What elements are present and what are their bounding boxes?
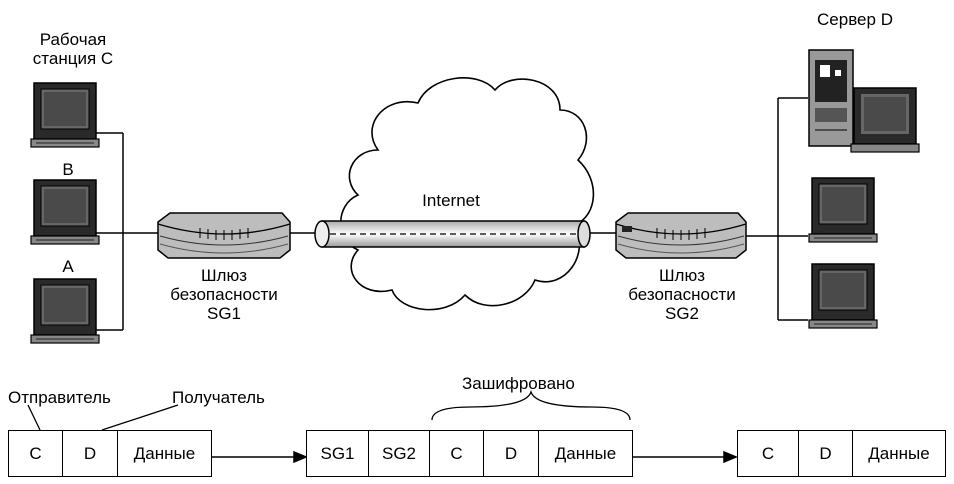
workstation-right-bottom-icon [808, 263, 878, 329]
internet-label: Internet [422, 191, 480, 210]
packet1-field-dest: D [61, 430, 119, 477]
gateway-sg1-label: Шлюз безопасности SG1 [162, 266, 286, 323]
gateway-sg2-label: Шлюз безопасности SG2 [620, 266, 744, 323]
packet3-field-data: Данные [852, 430, 946, 477]
packet2-field-sg1: SG1 [306, 430, 369, 477]
gateway-sg2-icon [615, 212, 747, 259]
packet2-field-source: C [429, 430, 484, 477]
workstation-c-label: Рабочая станция C [28, 30, 118, 68]
workstation-right-middle-icon [808, 177, 878, 243]
gateway-sg2-label-line3: SG2 [664, 304, 700, 323]
vpn-tunnel [314, 220, 591, 248]
packet2-field-sg2: SG2 [367, 430, 431, 477]
gateway-sg1-label-line2: безопасности [170, 285, 278, 304]
workstation-c-icon [30, 82, 100, 148]
flow-arrows [212, 450, 738, 464]
gateway-sg1-icon [157, 212, 291, 259]
workstation-b-label: B [62, 160, 74, 179]
gateway-sg1-label-line1: Шлюз [200, 266, 248, 285]
workstation-c-label-line1: Рабочая [39, 30, 107, 49]
receiver-label: Получатель [172, 388, 265, 407]
sender-label: Отправитель [8, 388, 111, 407]
packet2-field-data: Данные [538, 430, 633, 477]
packet3-field-source: C [737, 430, 799, 477]
gateway-sg1-label-line3: SG1 [206, 304, 242, 323]
server-d-icon [808, 49, 920, 153]
packet-pointers [27, 389, 631, 431]
server-d-label: Сервер D [817, 10, 893, 29]
encrypted-label: Зашифровано [462, 374, 575, 393]
workstation-b-icon [30, 179, 100, 245]
packet3-field-dest: D [797, 430, 854, 477]
gateway-sg2-label-line1: Шлюз [658, 266, 706, 285]
workstation-a-label: A [62, 257, 74, 276]
packet1-field-source: C [8, 430, 63, 477]
internet-cloud-icon [339, 77, 595, 311]
workstation-c-label-line2: станция C [32, 49, 114, 68]
gateway-sg2-label-line2: безопасности [628, 285, 736, 304]
packet1-field-data: Данные [117, 430, 212, 477]
right-lan-wiring [746, 97, 808, 321]
workstation-a-icon [30, 278, 100, 344]
packet2-field-dest: D [482, 430, 540, 477]
